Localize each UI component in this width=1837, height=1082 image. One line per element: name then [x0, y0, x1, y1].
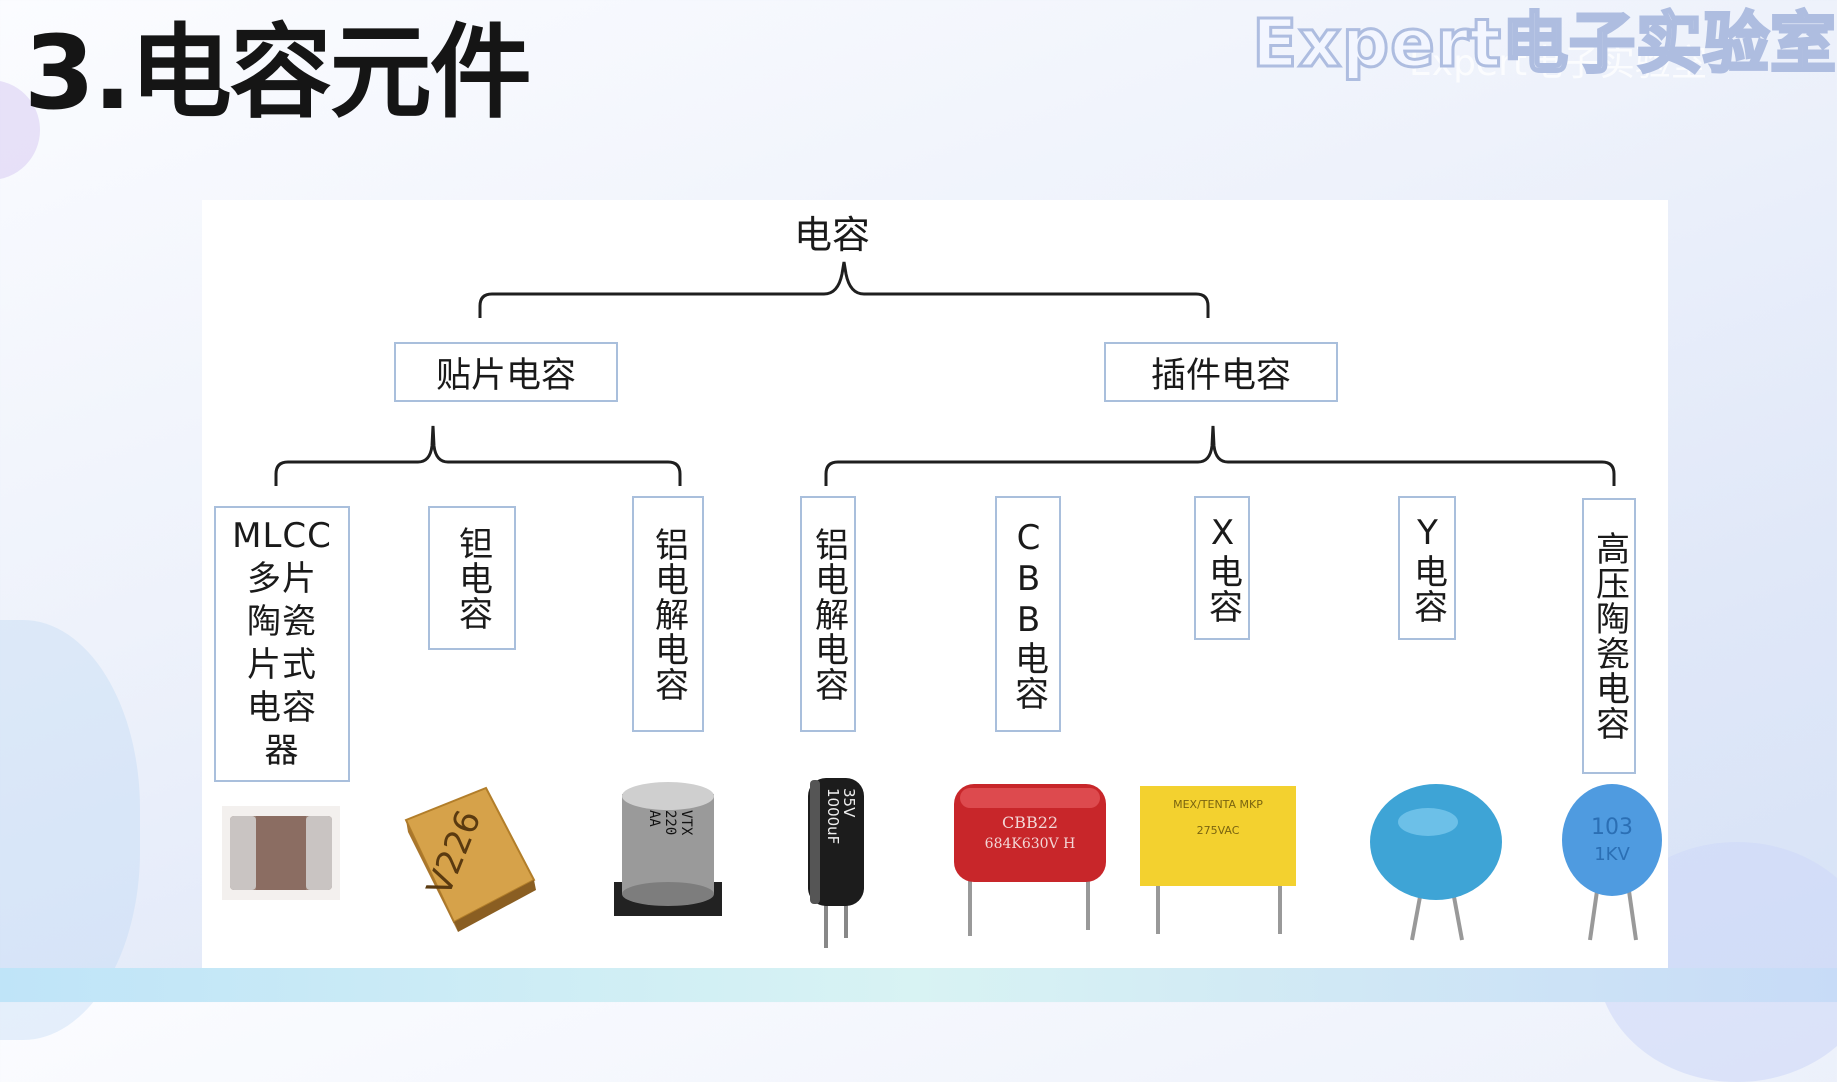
node-smd-capacitor: 贴片电容 — [394, 342, 618, 402]
cbb-marking: 684K630V H — [985, 836, 1076, 852]
node-through-hole-capacitor: 插件电容 — [1104, 342, 1338, 402]
node-smd-aluminum-electrolytic: 铝电解电容 — [632, 496, 704, 732]
tree-connectors — [274, 261, 1616, 486]
smd-electrolytic-marking: VTX — [678, 810, 694, 836]
root-node: 电容 — [793, 213, 870, 257]
node-mlcc: MLCC 多片 陶瓷 片式 电容 器 — [214, 506, 350, 782]
hv-ceramic-marking: 103 — [1591, 815, 1633, 840]
node-hv-ceramic: 高压陶瓷电容 — [1582, 498, 1636, 774]
tantalum-photo: V226 — [404, 786, 536, 932]
node-aluminum-electrolytic: 铝电解电容 — [800, 496, 856, 732]
hv-ceramic-marking: 1KV — [1594, 844, 1630, 865]
node-x-capacitor: X电容 — [1194, 496, 1250, 640]
mlcc-photo — [222, 806, 340, 900]
node-mlcc-line: 电容 — [247, 688, 317, 728]
cbb-marking: CBB22 — [1002, 813, 1058, 832]
node-mlcc-line: 器 — [264, 731, 300, 771]
watermark: Expert电子实验室 — [1251, 3, 1837, 83]
radial-electrolytic-photo: 35V 1000uF — [808, 778, 864, 948]
node-mlcc-line: 多片 — [247, 559, 317, 599]
node-cbb: CBB电容 — [995, 496, 1061, 732]
x-capacitor-marking: MEX/TENTA MKP — [1173, 798, 1263, 811]
slide-title: 3.电容元件 — [24, 14, 532, 133]
x-capacitor-photo: MEX/TENTA MKP 275VAC — [1140, 786, 1296, 934]
node-mlcc-line: 片式 — [247, 645, 317, 685]
smd-electrolytic-photo: AA 220 VTX — [614, 782, 722, 916]
smd-electrolytic-marking: 220 — [662, 810, 678, 835]
watermark-ghost: Expert电子实验室 — [1409, 43, 1707, 84]
y-capacitor-photo — [1370, 784, 1502, 941]
x-capacitor-marking: 275VAC — [1197, 824, 1240, 837]
radial-electrolytic-marking: 35V — [840, 788, 858, 818]
node-y-capacitor: Y电容 — [1398, 496, 1456, 640]
smd-electrolytic-marking: AA — [646, 810, 662, 827]
radial-electrolytic-marking: 1000uF — [824, 788, 842, 844]
node-mlcc-line: MLCC — [232, 516, 332, 556]
node-tantalum: 钽电容 — [428, 506, 516, 650]
hv-ceramic-photo: 103 1KV — [1562, 784, 1662, 941]
decor-band — [0, 968, 1837, 1002]
cbb-photo: CBB22 684K630V H — [954, 784, 1106, 936]
diagram-panel: 电容 贴片电容 插件电容 MLCC 多片 陶瓷 片式 电容 器 钽电容 铝电解电… — [202, 200, 1668, 968]
node-mlcc-line: 陶瓷 — [247, 602, 317, 642]
